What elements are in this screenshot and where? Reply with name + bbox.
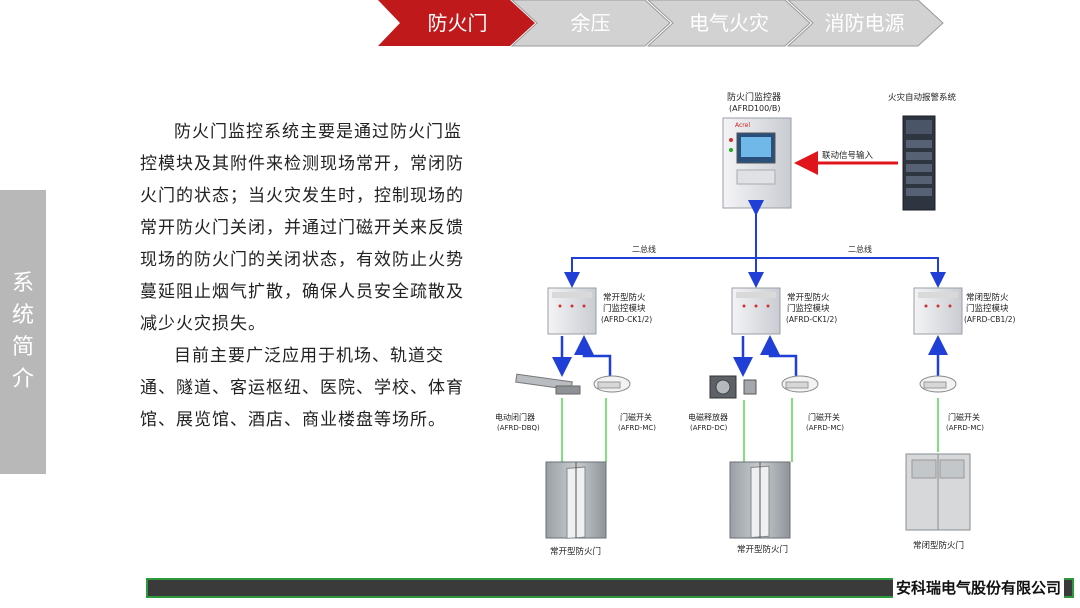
magnetic-switch-device: [919, 375, 957, 393]
device-1-name: 电动闭门器: [495, 412, 535, 422]
controller-cabinet: Acrel: [722, 117, 792, 209]
open-fire-door-2: [729, 461, 791, 539]
module-1-name2: 门监控模块: [603, 303, 646, 314]
open-fire-door-1: [545, 461, 607, 539]
tab-electrical-fire[interactable]: 电气火灾: [689, 11, 769, 35]
device-3-model: (AFRD-DC): [690, 424, 728, 432]
fire-alarm-rack: [902, 115, 936, 211]
side-panel: [0, 190, 46, 474]
device-2-model: (AFRD-MC): [618, 424, 656, 432]
tab-fire-power[interactable]: 消防电源: [824, 11, 905, 35]
module-3-model: (AFRD-CB1/2): [964, 315, 1016, 324]
module-2-name: 常开型防火: [787, 292, 830, 303]
svg-text:Acrel: Acrel: [735, 122, 750, 129]
module-3-name: 常闭型防火: [966, 292, 1009, 303]
tab-shape-electrical-fire: [646, 0, 811, 47]
linkage-label: 联动信号输入: [822, 150, 874, 161]
intro-text: 防火门监控系统主要是通过防火门监控模块及其附件来检测现场常开，常闭防火门的状态；…: [140, 116, 472, 436]
alarm-system-name: 火灾自动报警系统: [888, 92, 957, 103]
side-title-char: 系: [11, 271, 34, 296]
tab-residual-pressure[interactable]: 余压: [570, 11, 611, 35]
magnetic-switch-device: [781, 375, 819, 393]
footer-bar: 安科瑞电气股份有限公司: [146, 578, 1074, 598]
module-2-name2: 门监控模块: [787, 303, 830, 314]
bus-label-right: 二总线: [848, 244, 872, 254]
door-1-label: 常开型防火门: [550, 546, 601, 557]
module-1-model: (AFRD-CK1/2): [601, 315, 652, 324]
module-1-name: 常开型防火: [603, 292, 646, 303]
device-1-model: (AFRD-DBQ): [497, 424, 540, 432]
side-title: 系 统 简 介: [0, 268, 46, 396]
tab-shape-fire-power: [786, 0, 944, 47]
device-3-name: 电磁释放器: [688, 412, 728, 422]
arrow-switch-to-module-2: [760, 335, 798, 376]
device-2-name: 门磁开关: [620, 412, 652, 422]
door-2-label: 常开型防火门: [737, 544, 788, 555]
door-3-label: 常闭型防火门: [913, 540, 964, 551]
closed-fire-door: [905, 453, 971, 531]
intro-paragraph-1: 防火门监控系统主要是通过防火门监控模块及其附件来检测现场常开，常闭防火门的状态；…: [140, 122, 464, 334]
tab-shape-fire-door: [378, 0, 535, 46]
module-box: [731, 287, 781, 335]
door-closer-device: [515, 373, 581, 395]
side-title-char: 简: [11, 335, 34, 360]
module-3-name2: 门监控模块: [966, 303, 1009, 314]
magnetic-switch-device: [593, 375, 631, 393]
module-box: [913, 287, 963, 335]
tab-fire-door[interactable]: 防火门: [427, 11, 488, 35]
device-5-name: 门磁开关: [948, 412, 980, 422]
tab-shapes: [378, 0, 944, 47]
module-2-model: (AFRD-CK1/2): [786, 315, 837, 324]
arrow-switch-to-module-1: [574, 335, 612, 376]
company-name: 安科瑞电气股份有限公司: [892, 578, 1064, 598]
magnetic-release-device: [709, 375, 757, 399]
module-box: [547, 287, 597, 335]
side-title-char: 统: [11, 303, 34, 328]
bus-label-left: 二总线: [632, 244, 656, 254]
top-tab-bar: 防火门 余压 电气火灾 消防电源: [0, 0, 1080, 50]
device-4-model: (AFRD-MC): [806, 424, 844, 432]
tab-shape-residual-pressure: [510, 0, 671, 47]
controller-model: (AFRD100/B): [729, 104, 781, 113]
device-4-name: 门磁开关: [808, 412, 840, 422]
intro-paragraph-2: 目前主要广泛应用于机场、轨道交通、隧道、客运枢纽、医院、学校、体育馆、展览馆、酒…: [140, 346, 464, 430]
controller-name: 防火门监控器: [727, 91, 781, 103]
side-title-char: 介: [11, 367, 34, 392]
device-5-model: (AFRD-MC): [946, 424, 984, 432]
